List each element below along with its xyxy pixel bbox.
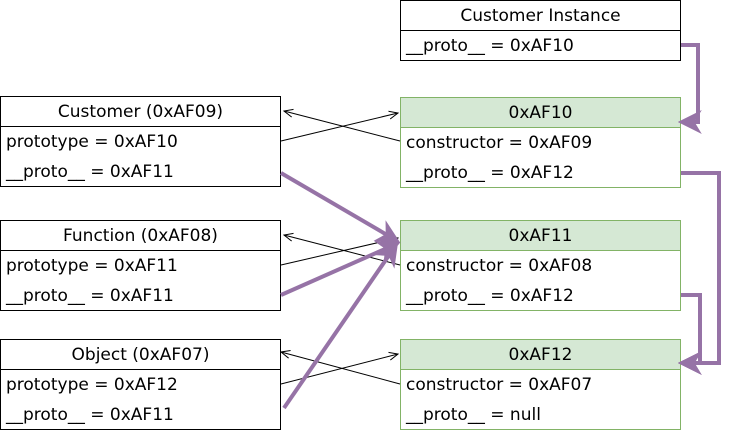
link-af12-constructor-to-object (281, 352, 401, 385)
af10-proto: __proto__ = 0xAF12 (406, 163, 574, 183)
customer-title: Customer (0xAF09) (1, 97, 280, 127)
proto-link-customer-to-af11 (279, 171, 401, 243)
af12-title: 0xAF12 (401, 340, 680, 370)
af10-constructor: constructor = 0xAF09 (406, 133, 593, 153)
proto-link-object-to-af11 (282, 242, 399, 410)
link-object-prototype-to-af12 (280, 354, 398, 385)
af10-title: 0xAF10 (401, 98, 680, 128)
link-af11-constructor-to-function (284, 235, 401, 266)
af11-title: 0xAF11 (401, 221, 680, 251)
link-customer-prototype-to-af10 (280, 113, 398, 142)
customer-instance-node: Customer Instance __proto__ = 0xAF10 (400, 0, 681, 61)
customer-prototype: prototype = 0xAF10 (6, 132, 178, 152)
function-proto: __proto__ = 0xAF11 (6, 286, 174, 306)
af12-node: 0xAF12 constructor = 0xAF07 __proto__ = … (400, 339, 681, 430)
af12-proto: __proto__ = null (406, 405, 541, 425)
object-proto: __proto__ = 0xAF11 (6, 405, 174, 425)
af11-proto: __proto__ = 0xAF12 (406, 286, 574, 306)
object-title: Object (0xAF07) (1, 340, 280, 370)
af11-constructor: constructor = 0xAF08 (406, 256, 593, 276)
af11-node: 0xAF11 constructor = 0xAF08 __proto__ = … (400, 220, 681, 311)
proto-link-customer-instance-to-af10 (677, 43, 702, 134)
customer-instance-title: Customer Instance (401, 1, 680, 31)
object-prototype: prototype = 0xAF12 (6, 375, 178, 395)
proto-link-function-to-af11 (280, 240, 401, 297)
function-title: Function (0xAF08) (1, 221, 280, 251)
proto-link-af11-to-af12 (677, 293, 702, 375)
object-node: Object (0xAF07) prototype = 0xAF12 __pro… (0, 339, 281, 430)
proto-link-af10-to-af12 (677, 171, 721, 375)
customer-instance-proto: __proto__ = 0xAF10 (406, 36, 574, 56)
function-node: Function (0xAF08) prototype = 0xAF11 __p… (0, 220, 281, 311)
customer-node: Customer (0xAF09) prototype = 0xAF10 __p… (0, 96, 281, 187)
link-af10-constructor-to-customer (284, 111, 401, 142)
af12-constructor: constructor = 0xAF07 (406, 375, 593, 395)
af10-node: 0xAF10 constructor = 0xAF09 __proto__ = … (400, 97, 681, 188)
link-function-prototype-to-af11 (280, 238, 398, 266)
customer-proto: __proto__ = 0xAF11 (6, 162, 174, 182)
function-prototype: prototype = 0xAF11 (6, 256, 178, 276)
